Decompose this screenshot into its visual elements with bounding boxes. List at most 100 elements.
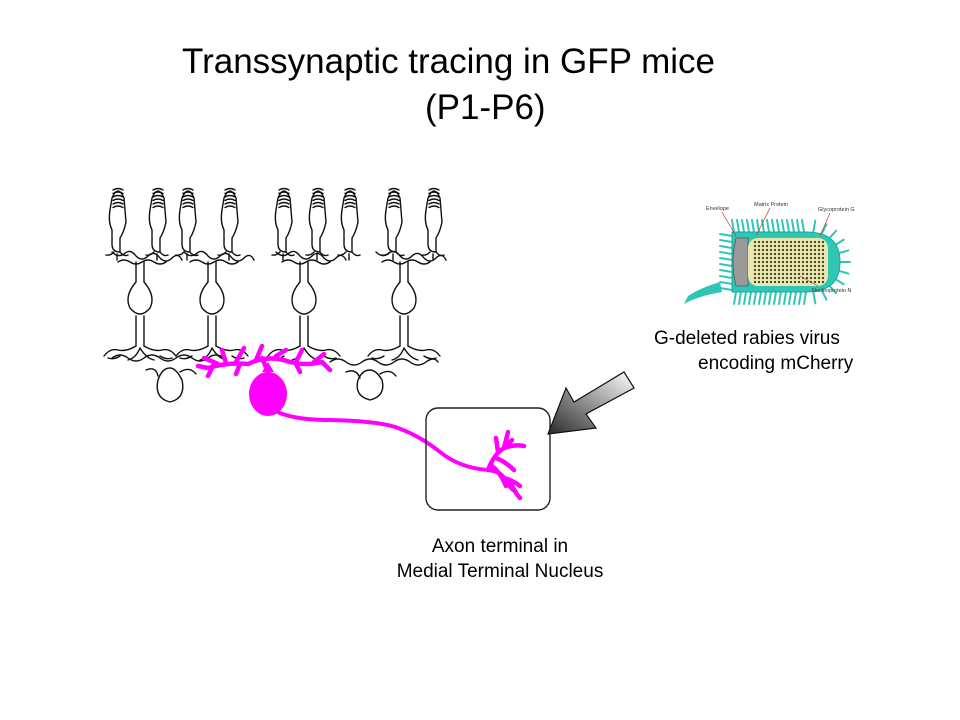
nucleoprotein-dot (813, 248, 817, 252)
nucleoprotein-dot (801, 244, 805, 248)
nucleoprotein-dot (793, 264, 797, 268)
photoreceptor-discs (182, 187, 194, 209)
nucleoprotein-dot (757, 260, 761, 264)
nucleoprotein-dot (777, 276, 781, 280)
glycoprotein-spike (731, 219, 735, 233)
bipolar-cell-body (199, 261, 225, 315)
glycoprotein-spike (746, 219, 750, 233)
nucleoprotein-dot (785, 272, 789, 276)
virus-matrix (732, 237, 749, 287)
nucleoprotein-dot (753, 240, 757, 244)
nucleoprotein-dot (765, 260, 769, 264)
nucleoprotein-dot (789, 264, 793, 268)
nucleoprotein-dot (781, 280, 785, 284)
glycoprotein-spike (719, 257, 733, 261)
glycoprotein-spike (783, 291, 787, 305)
terminal-caption: Axon terminal in Medial Terminal Nucleus (372, 534, 628, 584)
nucleoprotein-dot (777, 260, 781, 264)
nucleoprotein-dot (761, 244, 765, 248)
photoreceptor-terminal (217, 251, 241, 261)
bipolar-axon (399, 315, 409, 347)
nucleoprotein-dot (777, 264, 781, 268)
photoreceptor-terminal (337, 251, 361, 261)
nucleoprotein-dot (789, 244, 793, 248)
nucleoprotein-dot (817, 252, 821, 256)
nucleoprotein-dot (781, 244, 785, 248)
outer-plexiform-dendrites (189, 259, 239, 265)
nucleoprotein-dot (781, 256, 785, 260)
nucleoprotein-dot (813, 260, 817, 264)
glycoprotein-spike (768, 291, 772, 305)
nucleoprotein-dot (777, 252, 781, 256)
nucleoprotein-dot (761, 268, 765, 272)
nucleoprotein-dot (809, 256, 813, 260)
glycoprotein-spike (719, 281, 733, 285)
nucleoprotein-dot (753, 256, 757, 260)
bipolar-axon (135, 315, 145, 347)
nucleoprotein-dot (801, 280, 805, 284)
nucleoprotein-dot (805, 264, 809, 268)
nucleoprotein-dot (773, 248, 777, 252)
inner-plexiform-branches (103, 345, 177, 361)
glycoprotein-spike (719, 251, 733, 255)
nucleoprotein-dot (809, 276, 813, 280)
bipolar-cell-body (391, 261, 417, 315)
nucleoprotein-dot (793, 260, 797, 264)
nucleoprotein-dot (769, 276, 773, 280)
nucleoprotein-dot (801, 268, 805, 272)
nucleoprotein-dot (765, 256, 769, 260)
nucleoprotein-dot (805, 272, 809, 276)
nucleoprotein-dot (821, 252, 825, 256)
traced-axon-hillock (262, 362, 274, 372)
nucleoprotein-dot (789, 260, 793, 264)
nucleoprotein-dot (813, 256, 817, 260)
nucleoprotein-dot (785, 268, 789, 272)
nucleoprotein-dot (805, 252, 809, 256)
nucleoprotein-dot (789, 240, 793, 244)
glycoprotein-spike (738, 291, 742, 305)
nucleoprotein-dot (753, 244, 757, 248)
virus-label-matrix: Matrix Protein (754, 202, 788, 208)
bipolar-cell-body (291, 261, 317, 315)
nucleoprotein-dot (777, 256, 781, 260)
nucleoprotein-dot (753, 280, 757, 284)
nucleoprotein-dot (801, 252, 805, 256)
nucleoprotein-dot (813, 272, 817, 276)
nucleoprotein-dot (797, 256, 801, 260)
nucleoprotein-dot (765, 264, 769, 268)
nucleoprotein-dot (821, 268, 825, 272)
nucleoprotein-dot (805, 280, 809, 284)
axon-terminal-box (425, 407, 551, 511)
nucleoprotein-dot (781, 252, 785, 256)
nucleoprotein-dot (761, 248, 765, 252)
nucleoprotein-dot (761, 264, 765, 268)
glycoprotein-spike (820, 287, 828, 301)
nucleoprotein-dot (781, 264, 785, 268)
nucleoprotein-dot (769, 240, 773, 244)
nucleoprotein-dot (801, 264, 805, 268)
glycoprotein-spike (736, 219, 740, 233)
nucleoprotein-dot (809, 268, 813, 272)
nucleoprotein-dot (773, 252, 777, 256)
nucleoprotein-dot (781, 240, 785, 244)
outer-plexiform-dendrites (281, 259, 331, 265)
glycoprotein-spike (719, 239, 733, 243)
photoreceptor-discs (344, 187, 356, 209)
nucleoprotein-dot (821, 280, 825, 284)
virus-caption-line-2: encoding mCherry (698, 353, 854, 374)
glycoprotein-spike (719, 287, 733, 291)
nucleoprotein-dot (785, 280, 789, 284)
nucleoprotein-dot (809, 244, 813, 248)
nucleoprotein-dot (757, 256, 761, 260)
nucleoprotein-dot (817, 264, 821, 268)
outer-plexiform-dendrites (117, 259, 167, 265)
nucleoprotein-dot (813, 280, 817, 284)
nucleoprotein-dot (757, 240, 761, 244)
photoreceptor-discs (428, 187, 440, 209)
glycoprotein-spike (796, 219, 800, 233)
nucleoprotein-dot (761, 272, 765, 276)
nucleoprotein-dot (773, 268, 777, 272)
glycoprotein-spike (719, 233, 733, 237)
retinal-neurons (103, 187, 447, 403)
nucleoprotein-dot (805, 244, 809, 248)
